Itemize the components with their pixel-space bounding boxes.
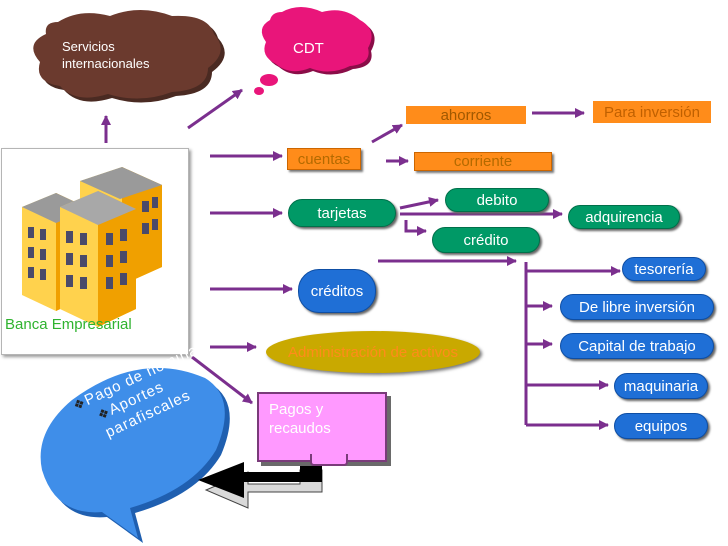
- pagos-recaudos-node: Pagos y recaudos: [257, 392, 387, 462]
- credito-node: crédito: [432, 227, 540, 253]
- buildings-icon: [22, 167, 162, 327]
- return-arrow: [198, 456, 323, 509]
- maquinaria-node: maquinaria: [614, 373, 708, 399]
- para-inversion-node: Para inversión: [593, 101, 711, 123]
- arrows: [101, 88, 621, 430]
- capital-trabajo-node: Capital de trabajo: [560, 333, 714, 359]
- pagos-tab: [310, 454, 348, 466]
- ahorros-node: ahorros: [406, 106, 526, 124]
- creditos-node: créditos: [298, 269, 376, 313]
- debito-node: debito: [445, 188, 549, 212]
- pagos-recaudos-label: Pagos y recaudos: [269, 401, 331, 437]
- cdt-label: CDT: [293, 40, 324, 57]
- administracion-activos-node: Administración de activos: [266, 331, 480, 373]
- tarjetas-node: tarjetas: [288, 199, 396, 227]
- equipos-node: equipos: [614, 413, 708, 439]
- libre-inversion-node: De libre inversión: [560, 294, 714, 320]
- cuentas-node: cuentas: [287, 148, 361, 170]
- servicios-internacionales-label: Servicios internacionales: [62, 39, 150, 71]
- speech-bubble-shape: [40, 367, 230, 543]
- corriente-node: corriente: [414, 152, 552, 171]
- adquirencia-node: adquirencia: [568, 205, 680, 229]
- tesoreria-node: tesorería: [622, 257, 706, 281]
- servicios-cloud: [33, 10, 225, 103]
- banca-empresarial-label: Banca Empresarial: [5, 316, 132, 333]
- banca-empresarial-frame: [1, 148, 189, 355]
- cdt-cloud: [254, 7, 375, 95]
